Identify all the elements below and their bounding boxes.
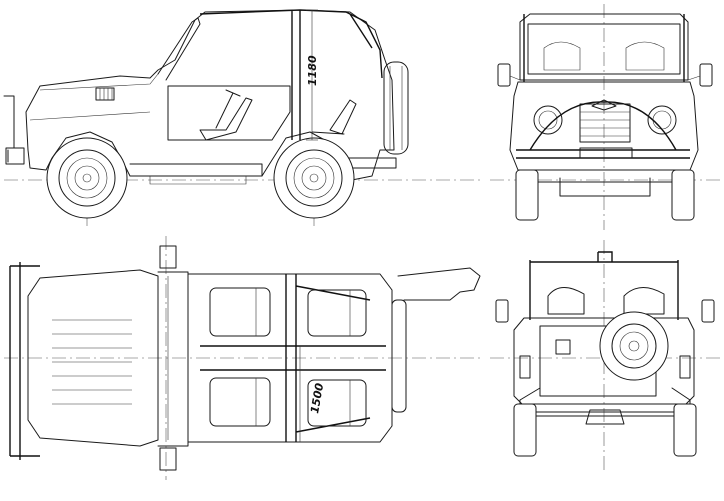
side-roll-bar [199,9,383,140]
side-rear-seat [311,99,357,135]
width-dimension-label: 1500 [308,382,326,415]
front-right-tyre [671,169,695,221]
side-body-outline [25,9,395,181]
front-left-headlight [533,105,563,135]
width-dimension: 1500 [299,346,326,442]
rear-left-tyre [513,403,537,457]
rear-left-lamp [519,355,531,379]
front-left-mirror [497,63,511,87]
top-view: 1500 [4,236,481,480]
rear-spare-wheel [599,311,669,381]
side-spare-wheel [383,61,409,155]
height-dimension: 1180 [306,9,319,141]
front-left-tyre [515,169,539,221]
side-front-bumper [3,95,25,165]
top-hood-ribs [52,319,132,405]
rear-right-tyre [673,403,697,457]
front-plate [579,147,633,159]
front-right-mirror [699,63,713,87]
side-rear-wheel [273,137,355,219]
side-door-opening [167,85,291,141]
side-windshield [157,17,201,81]
side-steering-wheel [215,89,241,129]
top-rear-hitch [397,267,481,301]
side-view: 1180 [3,9,480,230]
rear-right-headrest [623,287,665,315]
front-view [490,4,724,230]
rear-roll-bar [529,251,679,320]
top-front-bumper [9,262,40,460]
front-bull-bar [516,101,690,159]
top-spare-wheel [391,299,407,413]
height-dimension-label: 1180 [306,55,319,86]
rear-right-lamp [679,355,691,379]
top-body-tub [187,273,393,443]
top-roll-bar [200,274,386,442]
side-front-wheel [46,137,128,219]
rear-left-headrest [547,287,585,315]
top-seats [209,287,367,427]
top-hood [27,269,159,447]
front-grille [579,103,631,143]
rear-view [490,240,724,470]
side-front-seat [199,97,253,141]
side-grille [95,87,115,101]
rear-handle [555,339,571,355]
